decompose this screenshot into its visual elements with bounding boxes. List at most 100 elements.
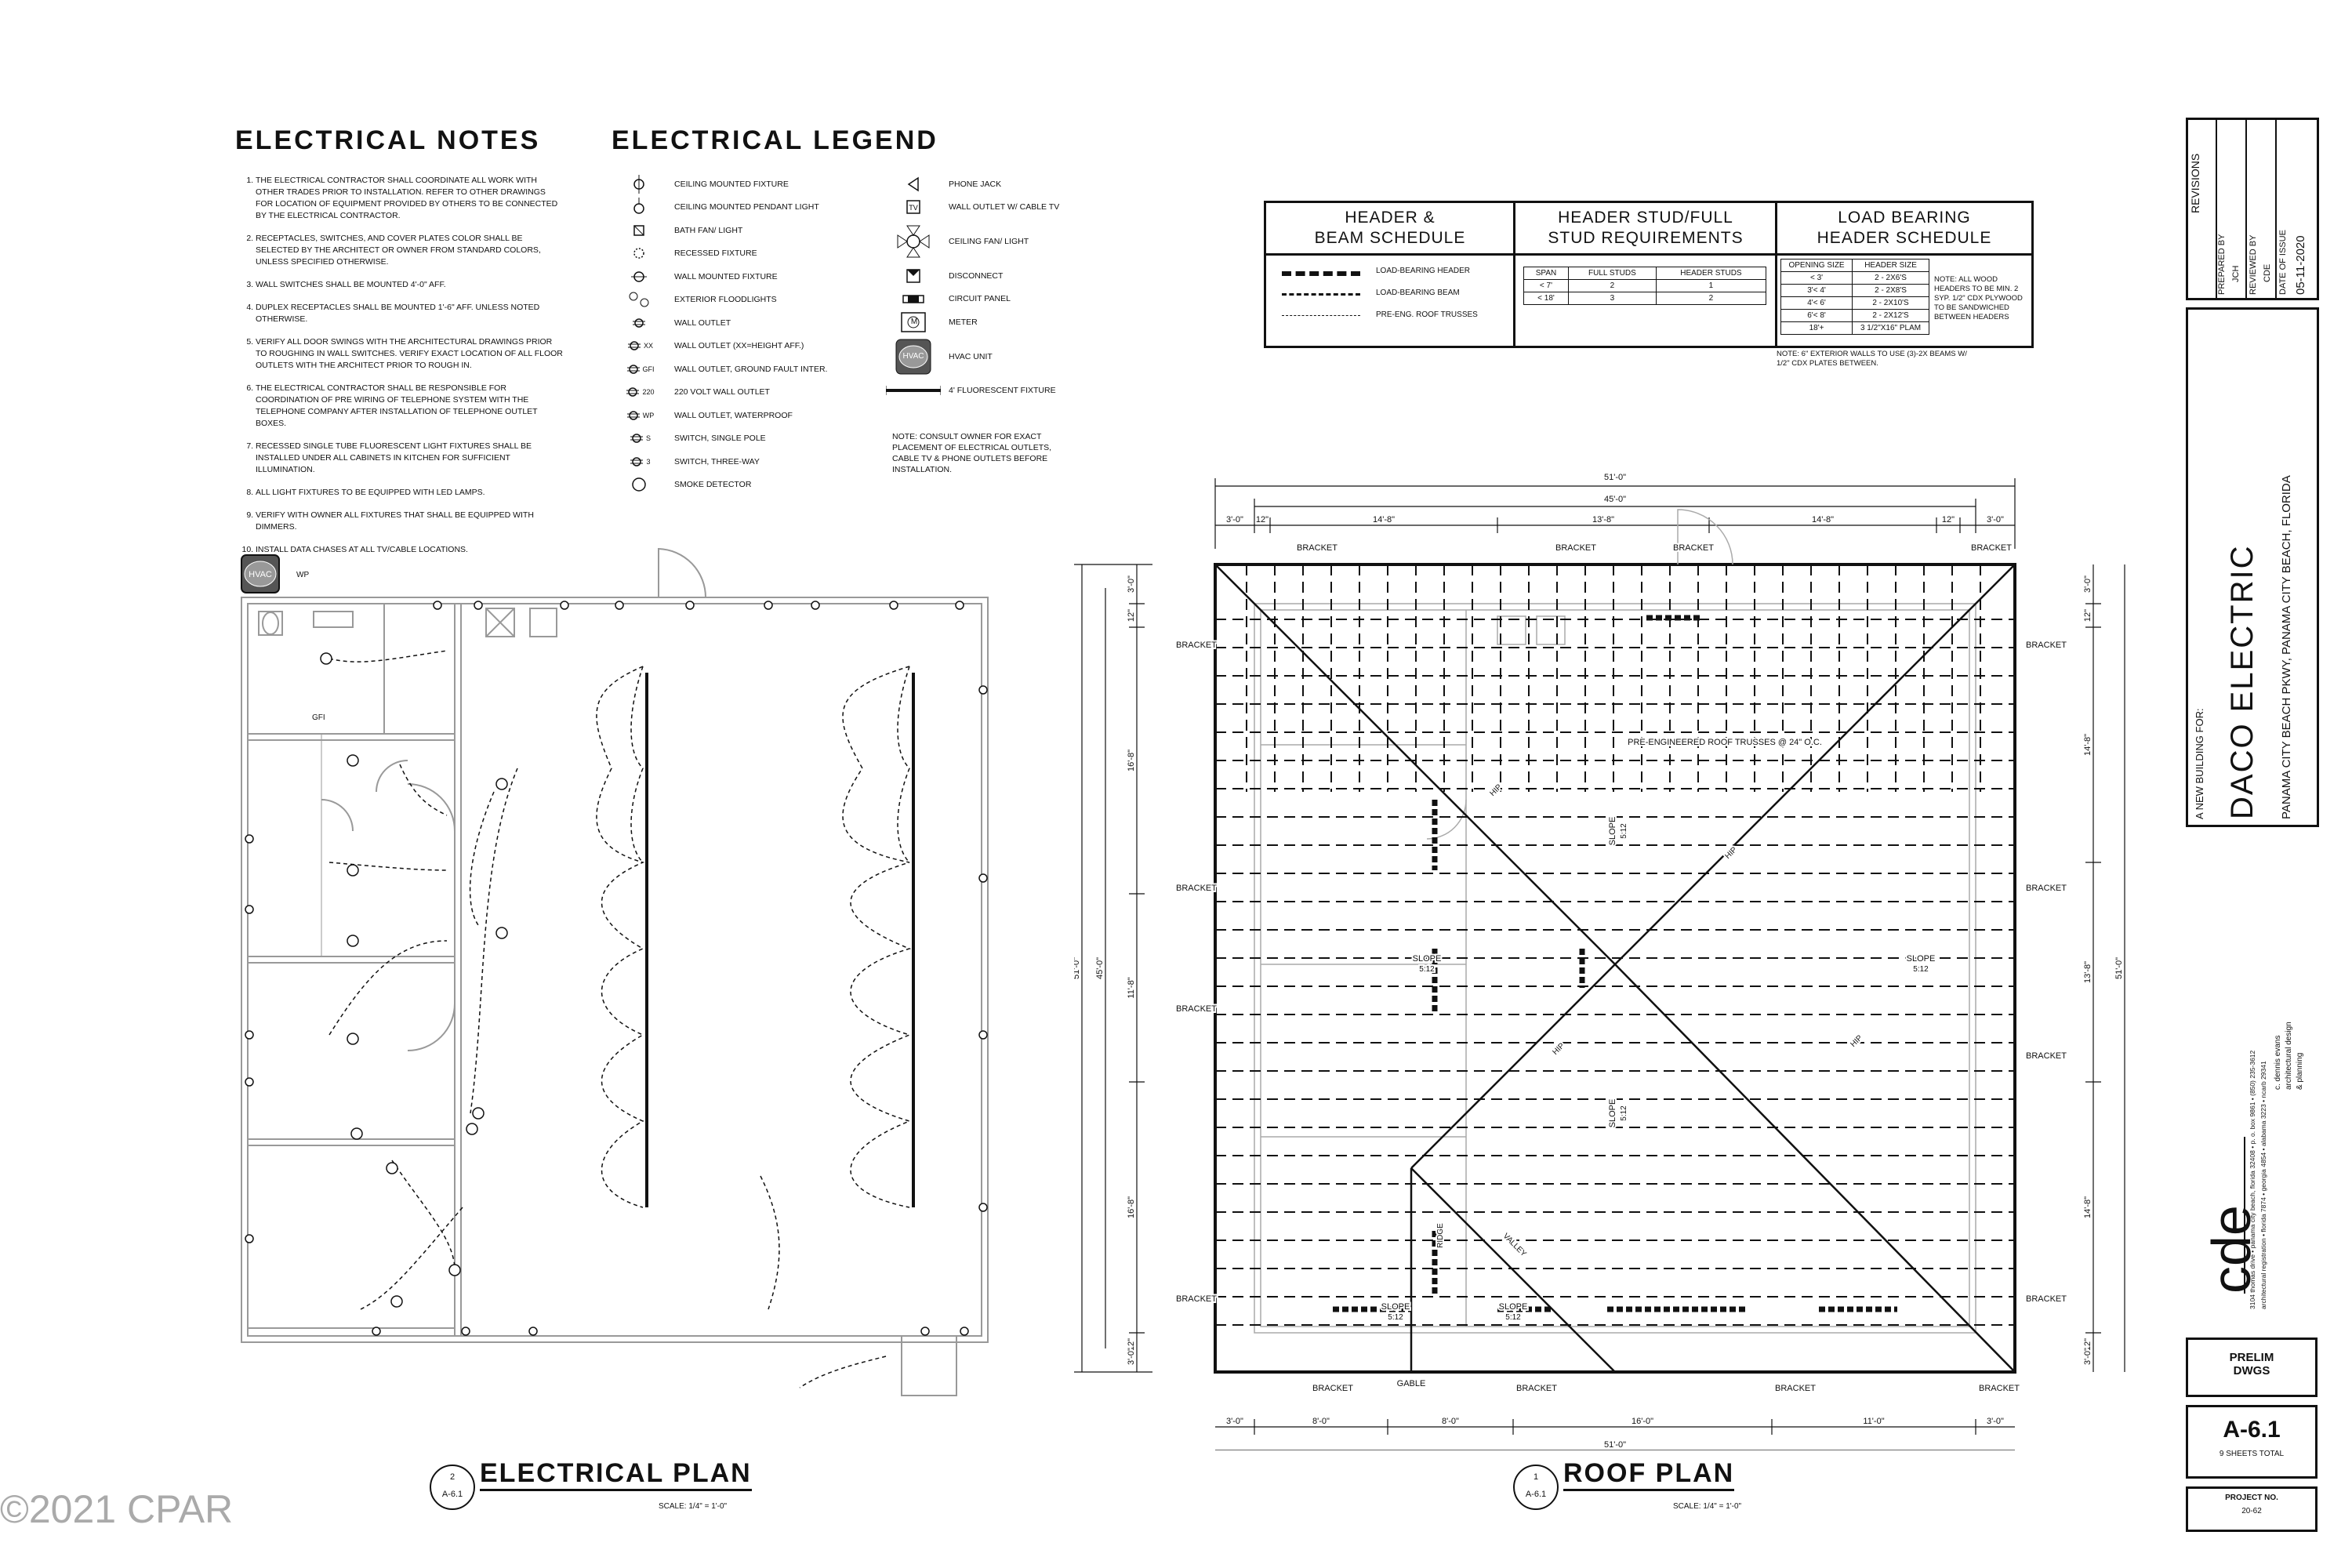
legend-label: WALL OUTLET, WATERPROOF <box>674 410 793 420</box>
legend-symbol-icon <box>612 198 666 216</box>
legend-label: SWITCH, THREE-WAY <box>674 456 760 466</box>
header-beam-row-2: LOAD-BEARING BEAM <box>1376 289 1460 297</box>
bracket-label: BRACKET <box>1516 1384 1557 1393</box>
dimension-label: 3'-0" <box>1127 575 1136 593</box>
legend-symbol-icon: 3 <box>612 452 666 471</box>
status-box: PRELIM DWGS <box>2186 1338 2318 1397</box>
table-cell: 2 <box>1655 292 1767 305</box>
legend-label: DISCONNECT <box>949 270 1004 281</box>
legend-note: NOTE: CONSULT OWNER FOR EXACT PLACEMENT … <box>892 432 1052 474</box>
project-box: PROJECT NO. 20-62 <box>2186 1486 2318 1532</box>
watermark: ©2021 CPAR <box>0 1487 234 1531</box>
svg-text:TV: TV <box>909 204 918 212</box>
sheet-number: A-6.1 <box>2223 1417 2281 1443</box>
notes-title: ELECTRICAL NOTES <box>235 125 541 155</box>
prepared-by-label: PREPARED BY <box>2217 234 2227 295</box>
note-item: WALL SWITCHES SHALL BE MOUNTED 4'-0" AFF… <box>256 279 564 291</box>
header-beam-row-3: PRE-ENG. ROOF TRUSSES <box>1376 310 1478 319</box>
dimension-label: 14'-8" <box>2083 1196 2092 1218</box>
dimension-label: 16'-8" <box>1127 750 1136 771</box>
dimension-label: 11'-0" <box>1863 1417 1884 1426</box>
dimension-label: 3'-0" <box>1987 515 2004 524</box>
bracket-label: BRACKET <box>2026 641 2067 650</box>
dimension-label: 3'-0" <box>2083 1348 2092 1365</box>
note-item: VERIFY WITH OWNER ALL FIXTURES THAT SHAL… <box>256 510 564 533</box>
legend-item: PHONE JACK <box>886 172 1121 196</box>
legend-label: CEILING MOUNTED FIXTURE <box>674 179 789 189</box>
stud-title: HEADER STUD/FULL STUD REQUIREMENTS <box>1515 203 1776 256</box>
bracket-label: BRACKET <box>2026 1294 2067 1304</box>
legend-label: CIRCUIT PANEL <box>949 294 1011 304</box>
note-item: INSTALL DATA CHASES AT ALL TV/CABLE LOCA… <box>256 544 564 556</box>
slope-label: SLOPE <box>1413 954 1442 964</box>
table-cell: 2 - 2x6's <box>1852 271 1929 285</box>
slope-label: SLOPE <box>1608 1099 1617 1128</box>
load-title: LOAD BEARING HEADER SCHEDULE <box>1777 203 2031 256</box>
ridge-label: RIDGE <box>1436 1223 1445 1248</box>
legend-label: WALL OUTLET, GROUND FAULT INTER. <box>674 364 828 374</box>
table-row: 18'+3 1/2"x16" PLAM <box>1780 321 1929 335</box>
table-cell: 3 <box>1567 292 1657 305</box>
dimension-label: 11'-8" <box>1127 977 1136 998</box>
roof-plan-tag: 1 A-6.1 <box>1513 1465 1559 1510</box>
bracket-label: BRACKET <box>1176 1294 1217 1304</box>
slope-label: SLOPE <box>1381 1302 1410 1312</box>
load-side-note: NOTE: ALL WOOD HEADERS TO BE MIN. 2 SYP.… <box>1934 275 2023 321</box>
issue-date: 05-11-2020 <box>2294 235 2307 295</box>
hip-label: HIP <box>1849 1033 1864 1049</box>
reviewed-by-label: REVIEWED BY <box>2249 234 2258 295</box>
bracket-label: BRACKET <box>1555 543 1596 553</box>
note-item: ALL LIGHT FIXTURES TO BE EQUIPPED WITH L… <box>256 487 564 499</box>
roof-plan-drawing: 51'-0"45'-0"3'-0"12"14'-8"13'-8"14'-8"12… <box>1074 471 2125 1450</box>
table-header: HEADER STUDS <box>1655 267 1767 280</box>
table-cell: 3'< 4' <box>1780 284 1853 297</box>
legend-item: WALL OUTLET <box>612 311 847 335</box>
table-row: 4'< 6'2 - 2x10's <box>1780 296 1929 310</box>
dimension-label: 51'-0" <box>1604 1440 1626 1450</box>
electrical-plan-tag: 2 A-6.1 <box>430 1465 475 1510</box>
project-label: PROJECT NO. <box>2225 1494 2278 1502</box>
pitch-label: 5:12 <box>1913 965 1929 974</box>
legend-label: WALL OUTLET W/ CABLE TV <box>949 202 1060 212</box>
table-cell: < 7' <box>1523 279 1569 292</box>
dimension-label: 12" <box>1256 515 1269 524</box>
pitch-label: 5:12 <box>1620 1105 1628 1121</box>
legend-item: BATH FAN/ LIGHT <box>612 219 847 242</box>
legend-symbol-icon <box>886 381 941 400</box>
legend-item: EXTERIOR FLOODLIGHTS <box>612 289 847 312</box>
legend-label: EXTERIOR FLOODLIGHTS <box>674 295 777 305</box>
legend-symbol-icon <box>886 225 941 258</box>
dimension-label: 8'-0" <box>1312 1417 1330 1426</box>
dimension-label: 3'-0" <box>1987 1417 2004 1426</box>
date-label: DATE OF ISSUE <box>2278 230 2288 295</box>
dimension-label: 51'-0" <box>2114 957 2124 979</box>
legend-item: CEILING MOUNTED PENDANT LIGHT <box>612 196 847 220</box>
dimension-label: 12" <box>1127 1338 1136 1351</box>
legend-symbol-icon <box>612 314 666 332</box>
new-building-label: A NEW BUILDING FOR: <box>2194 708 2205 819</box>
legend-label: CEILING FAN/ LIGHT <box>949 237 1029 246</box>
gable-label: GABLE <box>1397 1379 1426 1388</box>
dimension-label: 12" <box>1127 609 1136 622</box>
hvac-symbol-text: HVAC <box>902 352 924 361</box>
table-cell: < 18' <box>1523 292 1569 305</box>
legend-item: RECESSED FIXTURE <box>612 242 847 266</box>
legend-label: RECESSED FIXTURE <box>674 249 757 259</box>
legend-symbol-icon <box>886 289 941 308</box>
legend-left-column: CEILING MOUNTED FIXTURE CEILING MOUNTED P… <box>612 172 847 496</box>
pitch-label: 5:12 <box>1505 1313 1521 1322</box>
hip-label: HIP <box>1488 782 1504 798</box>
bracket-label: BRACKET <box>1176 641 1217 650</box>
sheet-box: A-6.1 9 SHEETS TOTAL <box>2186 1405 2318 1479</box>
legend-symbol-sub: S <box>645 434 651 443</box>
legend-symbol-icon: HVAC <box>886 339 941 374</box>
note-item: THE ELECTRICAL CONTRACTOR SHALL COORDINA… <box>256 175 564 222</box>
table-cell: 2 - 2x8's <box>1852 284 1929 297</box>
client-address: PANAMA CITY BEACH PKWY, PANAMA CITY BEAC… <box>2280 475 2293 819</box>
legend-item: 3 SWITCH, THREE-WAY <box>612 450 847 474</box>
legend-label: WALL OUTLET <box>674 318 731 328</box>
